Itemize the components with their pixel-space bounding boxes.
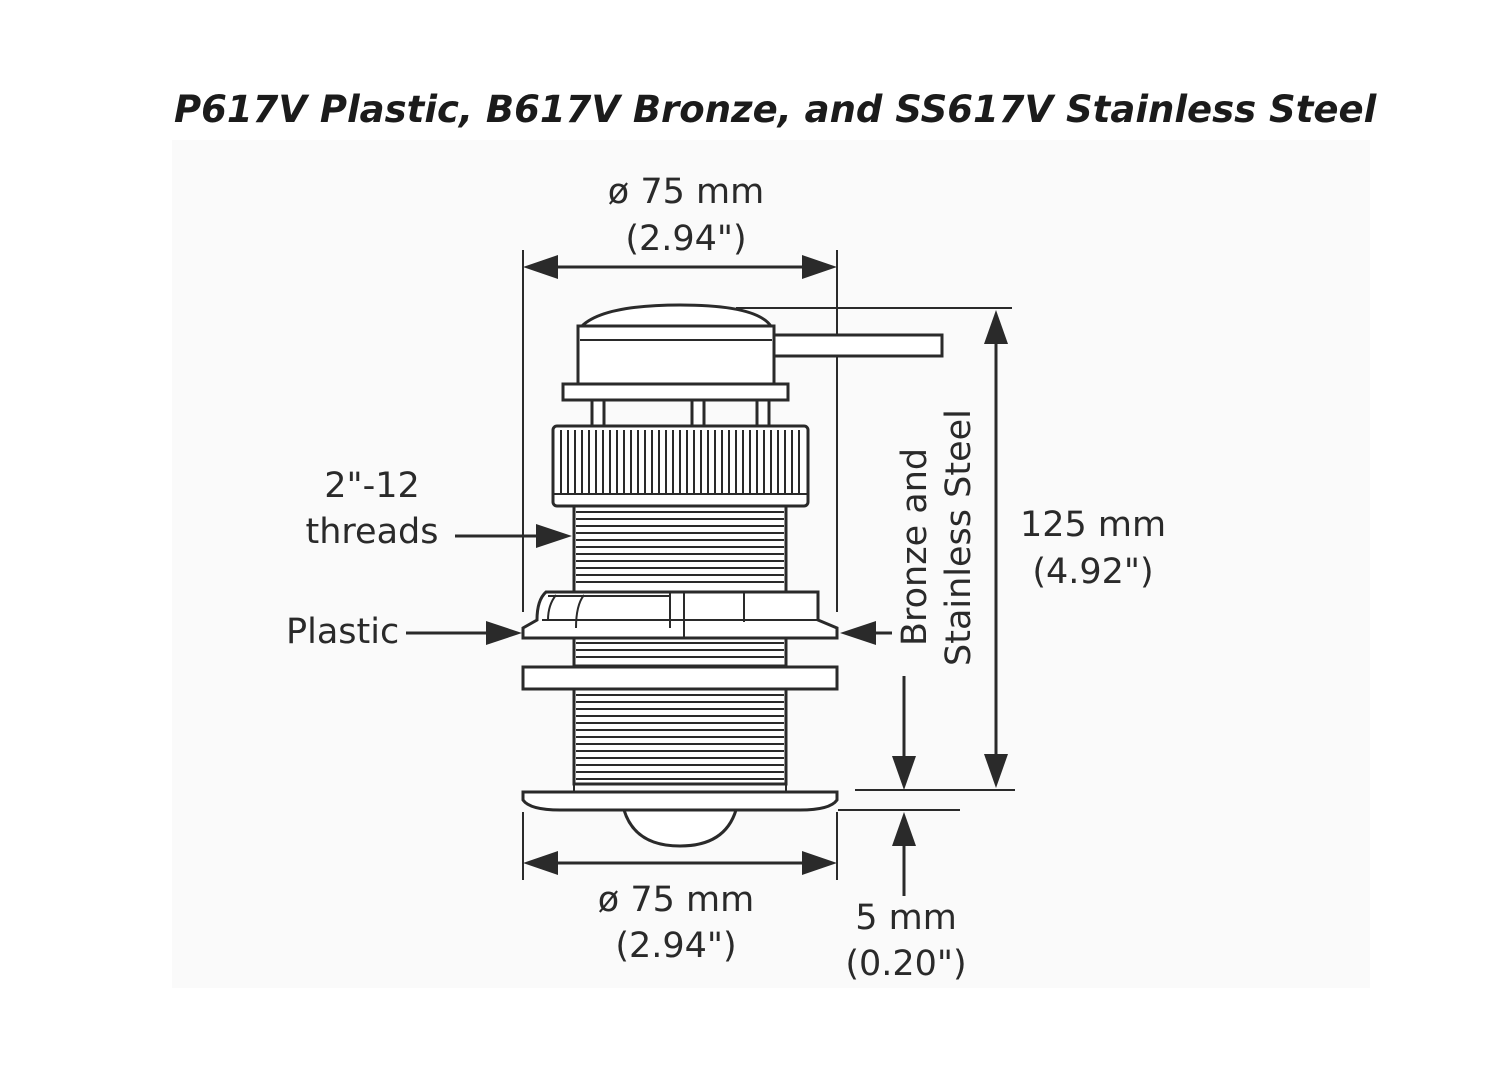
plastic-callout: Plastic xyxy=(286,612,522,652)
cable xyxy=(758,333,944,358)
threads-label-line1: 2"-12 xyxy=(324,466,420,506)
top-diameter-mm: ø 75 mm xyxy=(608,172,764,212)
bronze-label-line1: Bronze and xyxy=(895,448,935,646)
bottom-diameter-mm: ø 75 mm xyxy=(598,880,754,920)
threads-callout: 2"-12 threads xyxy=(306,466,572,552)
sensor-face xyxy=(621,808,739,848)
upper-threads xyxy=(572,504,788,594)
bottom-diameter-in: (2.94") xyxy=(615,926,736,966)
flange-mm: 5 mm xyxy=(855,898,957,938)
height-dimension: 125 mm (4.92") xyxy=(736,307,1166,791)
flange-in: (0.20") xyxy=(845,944,966,984)
bronze-label-line2: Stainless Steel xyxy=(939,409,979,666)
diagram-title: P617V Plastic, B617V Bronze, and SS617V … xyxy=(174,88,1378,131)
flange xyxy=(521,790,839,812)
transducer-body xyxy=(521,303,944,848)
cap-rim xyxy=(561,382,790,402)
cap-dome xyxy=(576,303,775,330)
washer xyxy=(521,665,839,691)
top-diameter-in: (2.94") xyxy=(625,219,746,259)
bronze-stainless-callout: Bronze and Stainless Steel xyxy=(840,409,979,666)
hull-nut xyxy=(521,590,839,640)
bottom-diameter-dimension: ø 75 mm (2.94") xyxy=(522,812,838,966)
plastic-label: Plastic xyxy=(286,612,399,652)
threads-label-line2: threads xyxy=(306,512,439,552)
top-diameter-dimension: ø 75 mm (2.94") xyxy=(522,172,838,612)
cap xyxy=(576,324,776,386)
flange-dimension: 5 mm (0.20") xyxy=(838,676,967,984)
height-mm: 125 mm xyxy=(1020,505,1166,545)
height-in: (4.92") xyxy=(1032,552,1153,592)
